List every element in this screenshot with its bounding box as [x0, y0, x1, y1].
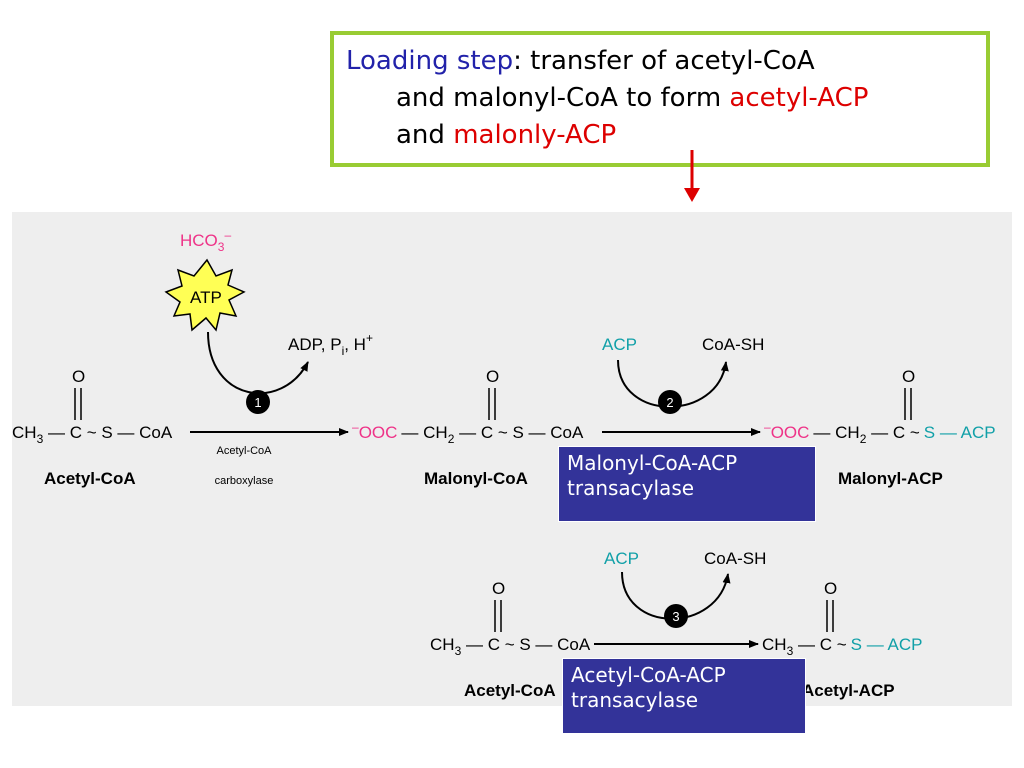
callout-line-3: and malonly-ACP: [346, 117, 976, 154]
carbonyl-oxygen: O: [72, 367, 85, 386]
step-3-number: 3: [672, 609, 679, 624]
enzyme-1-line1: Acetyl-CoA: [216, 445, 272, 457]
reaction-1: CH3 — C ~ S — CoA O Acetyl-CoA HCO3– ATP…: [12, 228, 584, 488]
acetyl-coa-formula: CH3 — C ~ S — CoA: [430, 635, 591, 658]
carbonyl-oxygen: O: [824, 579, 837, 598]
malonyl-coa-name: Malonyl-CoA: [424, 469, 528, 488]
down-arrow-icon: [684, 150, 700, 202]
step-1-number: 1: [254, 395, 261, 410]
bicarbonate-label: HCO3–: [180, 228, 231, 254]
reaction-diagram-svg: CH3 — C ~ S — CoA O Acetyl-CoA HCO3– ATP…: [12, 228, 996, 700]
callout-text: : transfer of acetyl-CoA: [513, 46, 815, 76]
step-2-number: 2: [666, 395, 673, 410]
acp-label: ACP: [604, 549, 639, 568]
cofactor-curve-arrow: [207, 331, 309, 395]
reaction-3: CH3 — C ~ S — CoA O Acetyl-CoA ACP CoA-S…: [430, 549, 922, 700]
adp-products-label: ADP, Pi, H+: [288, 331, 373, 358]
acetyl-acp-formula: CH3 — C ~S — ACP: [762, 635, 922, 658]
loading-step-heading: Loading step: [346, 46, 514, 76]
malonyl-acp-formula: –OOC— CH2 — C ~S — ACP: [764, 420, 996, 446]
acetyl-transacylase-label: Acetyl-CoA-ACP transacylase: [562, 658, 806, 734]
callout-line-2: and malonyl-CoA to form acetyl-ACP: [346, 80, 976, 117]
atp-starburst-icon: ATP: [164, 258, 246, 332]
malonyl-transacylase-label: Malonyl-CoA-ACP transacylase: [558, 446, 816, 522]
malonyl-acp-name: Malonyl-ACP: [838, 469, 943, 488]
acetyl-coa-name: Acetyl-CoA: [464, 681, 556, 700]
reaction-2: ACP CoA-SH 2 –OOC— CH2 — C ~S — ACP O Ma…: [602, 335, 996, 488]
reaction-diagram: CH3 — C ~ S — CoA O Acetyl-CoA HCO3– ATP…: [12, 212, 1012, 706]
acetyl-acp-name: Acetyl-ACP: [802, 681, 895, 700]
callout-box: Loading step: transfer of acetyl-CoA and…: [330, 31, 990, 167]
callout-line-1: Loading step: transfer of acetyl-CoA: [346, 43, 976, 80]
carbonyl-oxygen: O: [902, 367, 915, 386]
atp-label: ATP: [190, 288, 222, 307]
carbonyl-oxygen: O: [492, 579, 505, 598]
malonyl-coa-formula: –OOC— CH2 — C ~ S — CoA: [352, 420, 584, 446]
malonyl-acp-highlight: malonly-ACP: [453, 120, 617, 150]
callout-text: and malonyl-CoA to form: [396, 83, 730, 113]
acetyl-coa-formula: CH3 — C ~ S — CoA: [12, 423, 173, 446]
coa-sh-label: CoA-SH: [702, 335, 764, 354]
step-1-badge: [246, 390, 270, 414]
acetyl-coa-name: Acetyl-CoA: [44, 469, 136, 488]
carbonyl-oxygen: O: [486, 367, 499, 386]
enzyme-1-line2: carboxylase: [215, 475, 274, 487]
callout-text: and: [396, 120, 454, 150]
step-3-badge: [664, 604, 688, 628]
acetyl-acp-highlight: acetyl-ACP: [729, 83, 869, 113]
step-2-badge: [658, 390, 682, 414]
coa-sh-label: CoA-SH: [704, 549, 766, 568]
acp-label: ACP: [602, 335, 637, 354]
